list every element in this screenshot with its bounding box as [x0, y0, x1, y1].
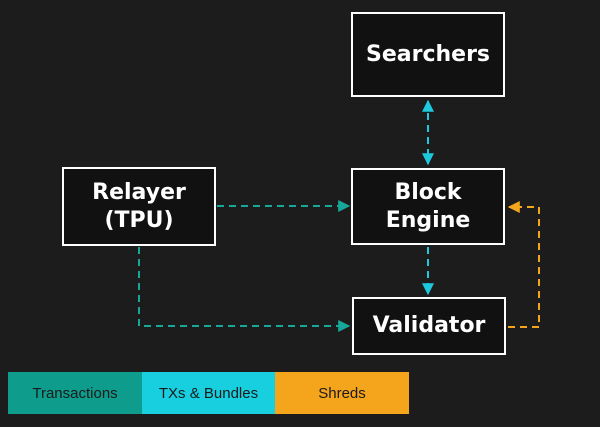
legend-shreds: Shreds	[275, 372, 409, 414]
validator-node: Validator	[352, 297, 506, 355]
legend-txs-bundles: TXs & Bundles	[142, 372, 275, 414]
legend: Transactions TXs & Bundles Shreds	[8, 372, 409, 414]
block-engine-node: Block Engine	[351, 168, 505, 245]
legend-transactions: Transactions	[8, 372, 142, 414]
relayer-node: Relayer (TPU)	[62, 167, 216, 246]
edge-relayer-validator	[138, 247, 351, 332]
searchers-node: Searchers	[351, 12, 505, 97]
edge-validator-block-engine	[507, 201, 540, 328]
